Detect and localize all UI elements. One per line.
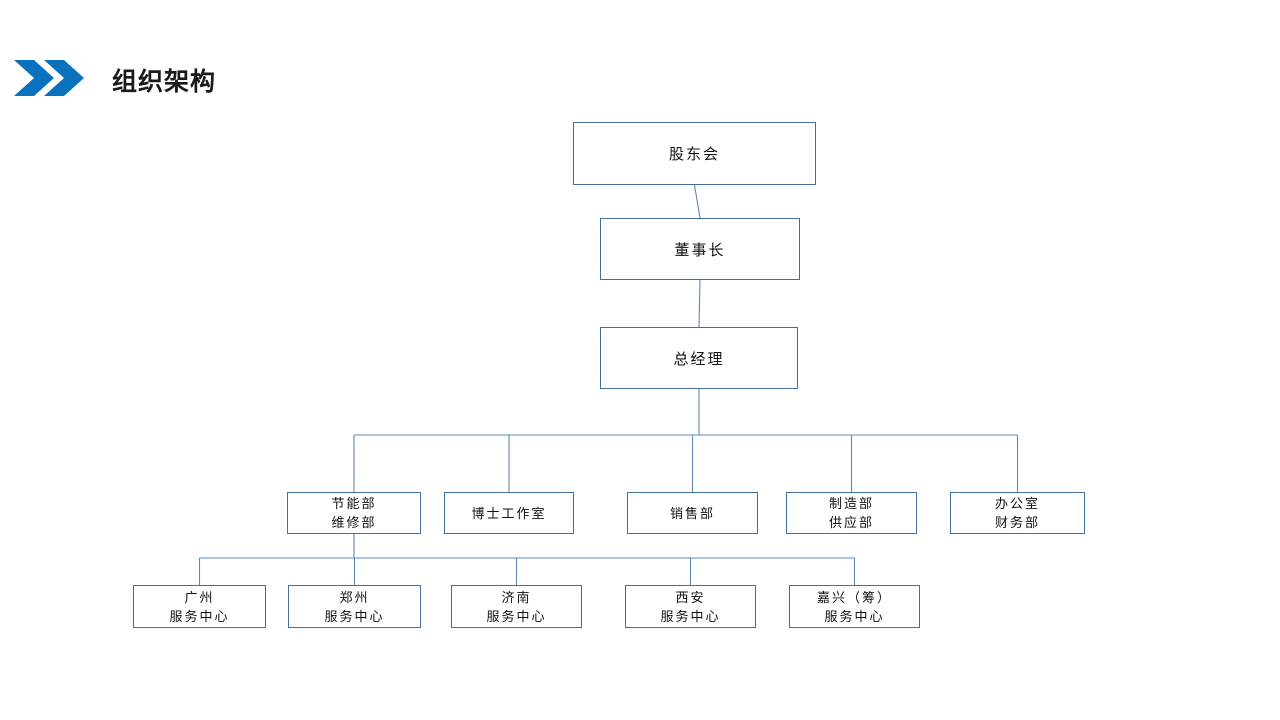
org-node-label: 财务部 xyxy=(994,515,1040,530)
org-node-label: 西安 xyxy=(675,589,706,605)
org-node-label: 董事长 xyxy=(674,241,726,259)
org-node-shareholders: 股东会 xyxy=(573,122,816,185)
slide-header: 组织架构 xyxy=(0,0,1280,120)
page-title: 组织架构 xyxy=(112,68,217,96)
org-node-center-xian: 西安服务中心 xyxy=(625,585,756,628)
org-node-label: 服务中心 xyxy=(660,608,721,624)
double-chevron-right-icon xyxy=(14,58,86,98)
org-node-label: 销售部 xyxy=(669,505,715,521)
org-node-label: 办公室 xyxy=(994,496,1040,511)
org-node-center-zhengzhou: 郑州服务中心 xyxy=(288,585,421,628)
org-node-label: 服务中心 xyxy=(486,608,547,624)
org-node-label: 服务中心 xyxy=(824,608,885,624)
org-node-center-guangzhou: 广州服务中心 xyxy=(133,585,266,628)
org-node-label: 服务中心 xyxy=(324,608,385,624)
org-node-label: 济南 xyxy=(501,589,532,605)
org-node-label: 博士工作室 xyxy=(471,505,547,521)
connector-chairman-gm xyxy=(698,279,701,328)
org-node-label: 嘉兴（筹） xyxy=(816,589,892,605)
org-node-center-jinan: 济南服务中心 xyxy=(451,585,582,628)
org-node-label: 供应部 xyxy=(828,515,874,530)
org-node-label: 节能部 xyxy=(331,496,377,511)
org-node-label: 总经理 xyxy=(673,350,725,368)
org-node-label: 服务中心 xyxy=(169,608,230,624)
org-node-general-manager: 总经理 xyxy=(600,327,798,389)
org-node-label: 广州 xyxy=(184,589,215,605)
org-node-dept-doctor-studio: 博士工作室 xyxy=(444,492,574,534)
org-node-chairman: 董事长 xyxy=(600,218,800,280)
org-node-dept-manufacture-supply: 制造部供应部 xyxy=(786,492,917,534)
org-node-center-jiaxing: 嘉兴（筹） 服务中心 xyxy=(789,585,920,628)
org-node-dept-sales: 销售部 xyxy=(627,492,758,534)
org-node-label: 制造部 xyxy=(828,496,874,511)
connector-shareholders-chairman xyxy=(693,184,701,219)
org-node-label: 股东会 xyxy=(668,146,720,163)
org-node-dept-office-finance: 办公室财务部 xyxy=(950,492,1085,534)
org-node-label: 郑州 xyxy=(339,589,370,605)
org-node-dept-energy-maintenance: 节能部维修部 xyxy=(287,492,421,534)
org-node-label: 维修部 xyxy=(331,515,377,530)
